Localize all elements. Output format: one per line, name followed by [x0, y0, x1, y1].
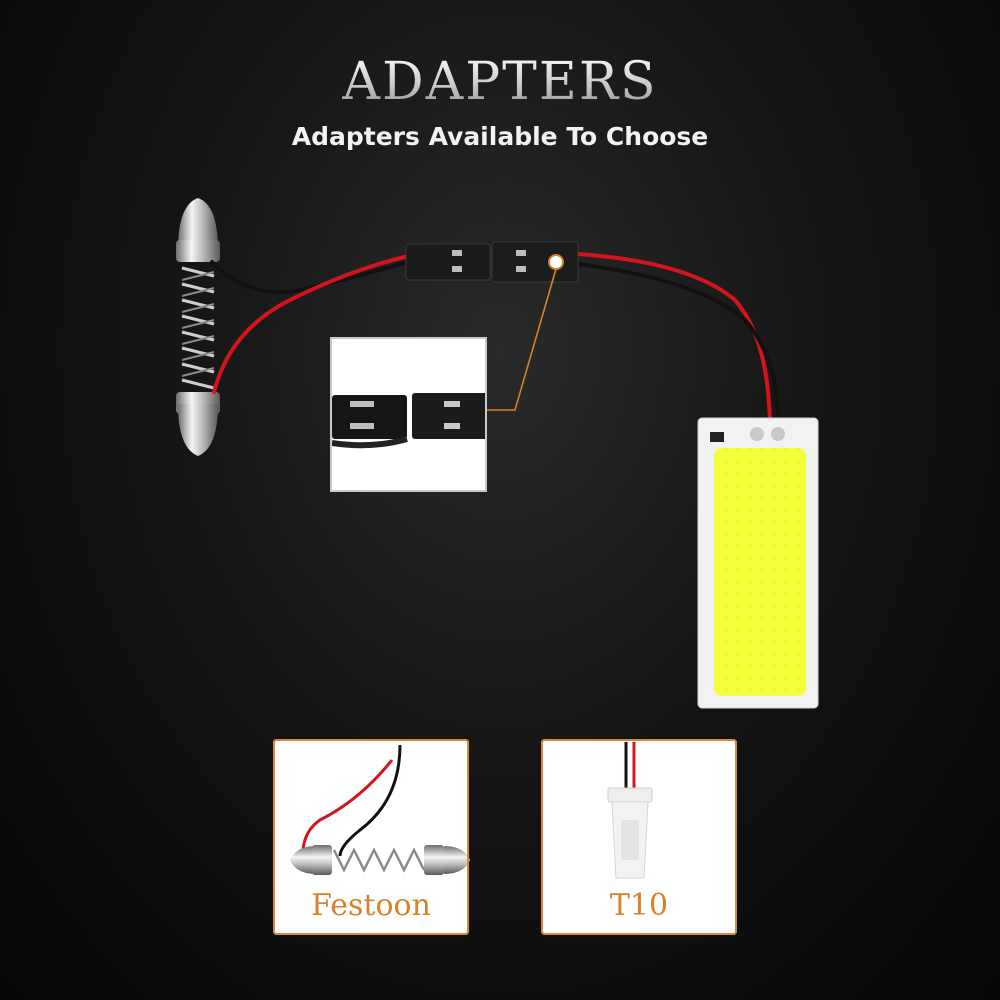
option-card-t10[interactable]: T10	[541, 739, 737, 935]
page-title: ADAPTERS	[0, 52, 1000, 112]
connector-zoom-image	[332, 339, 485, 490]
option-label-t10: T10	[609, 888, 669, 923]
option-card-festoon[interactable]: Festoon	[273, 739, 469, 935]
callout-line	[487, 254, 564, 411]
option-label-festoon: Festoon	[311, 888, 431, 923]
connector-plug	[405, 241, 579, 283]
festoon-bulb	[176, 198, 220, 456]
wire-harness	[210, 252, 781, 434]
connector-zoom-inset	[330, 337, 487, 492]
cob-led-panel	[697, 417, 819, 709]
festoon-adapter-image	[290, 744, 470, 875]
t10-adapter-image	[607, 742, 653, 879]
page-subtitle: Adapters Available To Choose	[291, 122, 709, 151]
